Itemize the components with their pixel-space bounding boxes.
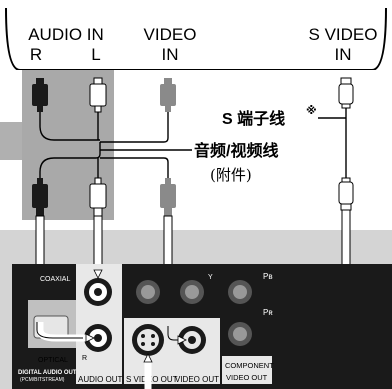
audio-in-right-label: R [30, 45, 42, 64]
s-video-in-label-line2: IN [335, 45, 352, 64]
audio-cable-r-bottom [39, 153, 101, 180]
callout-labels: S 端子线 ※ 音频/视频线 (附件) [194, 105, 317, 184]
audio-cable-r-top [39, 110, 100, 141]
plug-audio-r-top [32, 78, 48, 112]
side-arrow-band [0, 122, 22, 160]
video-cable-bottom [100, 157, 169, 180]
player-rear-panel: COAXIAL Y Pʙ Pʀ OPTICAL DIGITAL AUDIO OU… [12, 264, 392, 389]
optical-label: OPTICAL [38, 357, 68, 364]
plug-audio-l-bottom [89, 177, 107, 217]
tv-side-plugs [32, 77, 354, 113]
coaxial-label: COAXIAL [40, 276, 70, 283]
r-mark-label: R [82, 355, 87, 362]
audio-in-left-label: L [91, 45, 100, 64]
audio-in-title: AUDIO IN [28, 25, 104, 44]
component-label-1: COMPONENT [225, 361, 274, 370]
component-label-2: VIDEO OUT [226, 373, 268, 382]
pr-label: Pʀ [263, 308, 273, 317]
s-cable-label: S 端子线 [222, 109, 285, 128]
video-out-label: VIDEO OUT [175, 375, 219, 384]
video-in-label-line1: VIDEO [144, 25, 197, 44]
tv-rear-panel: AUDIO IN R L VIDEO IN S VIDEO IN [5, 7, 387, 71]
s-video-out-label: S VIDEO OUT [126, 375, 178, 384]
s-cable-note-mark: ※ [306, 105, 317, 117]
plug-s-video-bottom [338, 177, 354, 211]
digital-audio-out-label-1: DIGITAL AUDIO OUT [18, 370, 77, 376]
video-in-label-line2: IN [162, 45, 179, 64]
audio-out-label: AUDIO OUT [78, 375, 123, 384]
plug-audio-l-top [89, 77, 107, 113]
pb-label: Pʙ [263, 272, 273, 281]
cables [39, 106, 347, 180]
component-label-area [222, 356, 272, 384]
s-video-in-label-line1: S VIDEO [309, 25, 378, 44]
plug-video-bottom [160, 178, 176, 216]
player-cable-ends [36, 269, 187, 389]
plug-video-top [160, 78, 176, 112]
plug-s-video-top [338, 77, 354, 109]
digital-audio-out-label-2: (PCM/BITSTREAM) [20, 377, 65, 383]
y-label: Y [208, 274, 213, 281]
plug-audio-r-bottom [32, 178, 48, 216]
player-side-plugs [32, 177, 354, 217]
accessory-label: (附件) [210, 166, 252, 184]
av-cable-label: 音频/视频线 [194, 141, 278, 160]
video-cable-top [100, 110, 169, 143]
